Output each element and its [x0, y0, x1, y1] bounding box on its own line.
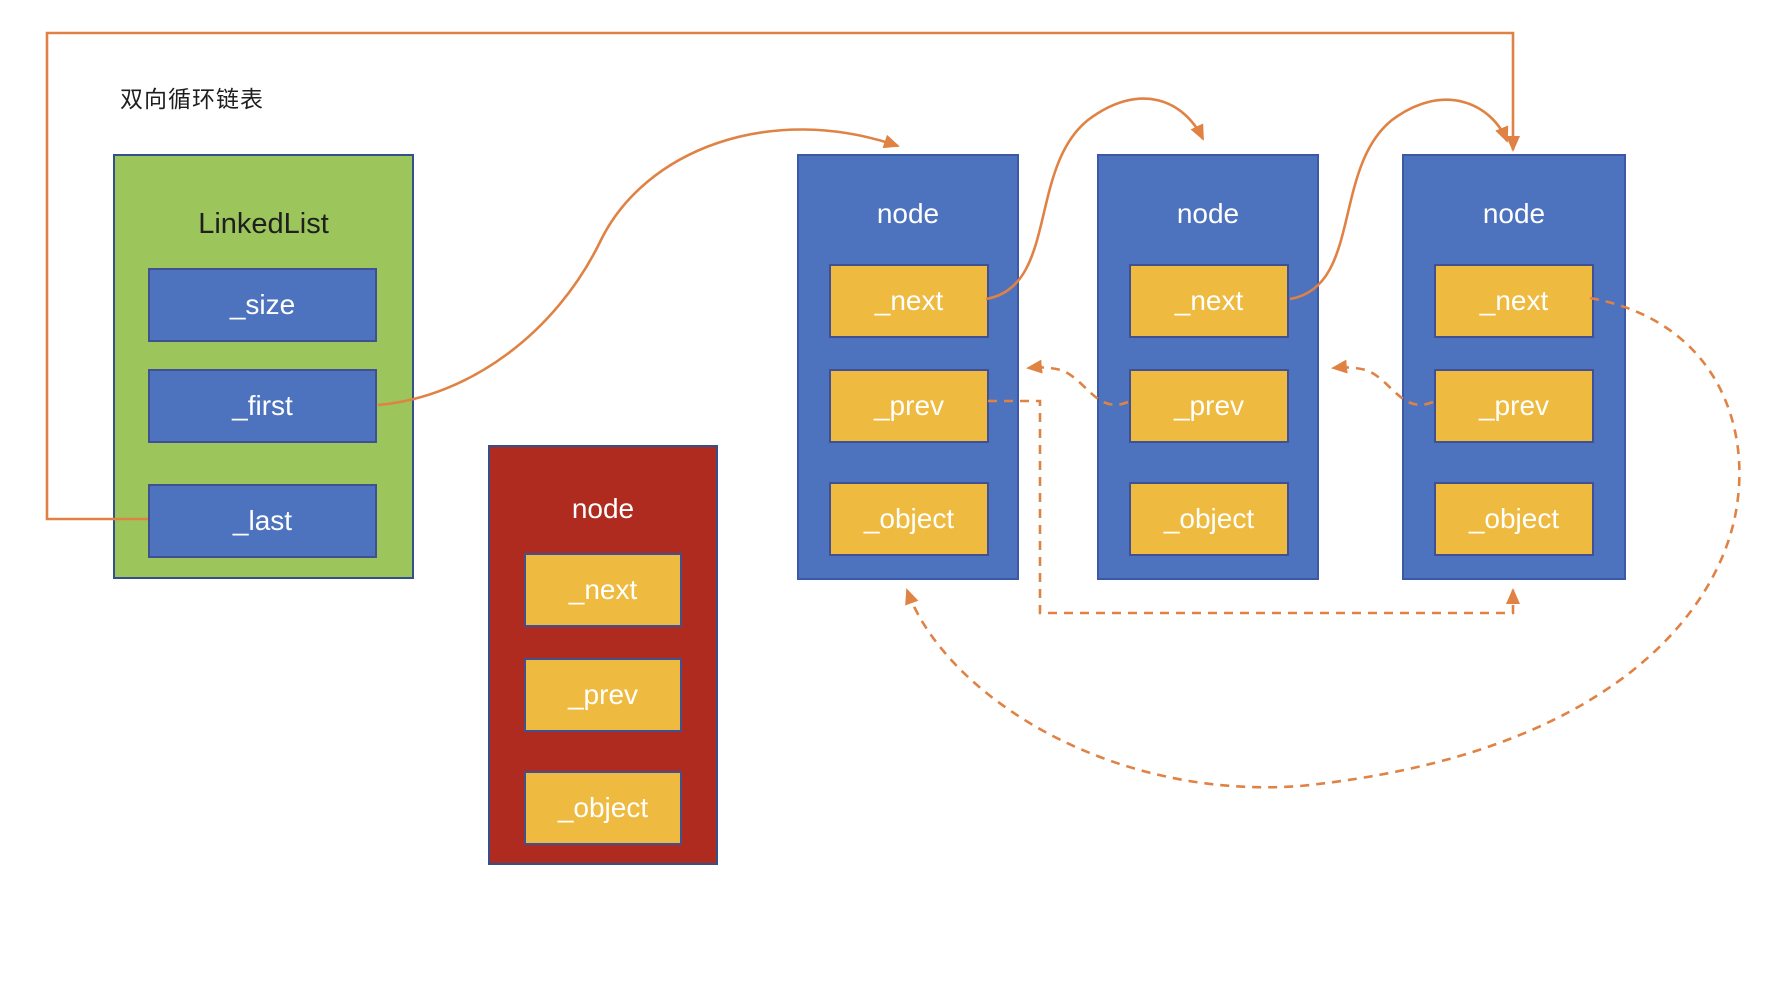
node-box-1: node _next _prev _object: [797, 154, 1019, 580]
node1-field-next: _next: [829, 264, 989, 338]
node-box-3: node _next _prev _object: [1402, 154, 1626, 580]
detached-node-label: node: [571, 493, 635, 524]
detached-node-field-object: _object: [524, 771, 682, 845]
node1-label: node: [876, 198, 940, 229]
diagram-title: 双向循环链表: [120, 86, 264, 112]
linkedlist-field-size: _size: [148, 268, 377, 342]
linkedlist-field-last: _last: [148, 484, 377, 558]
detached-node-field-prev: _prev: [524, 658, 682, 732]
node2-field-next: _next: [1129, 264, 1289, 338]
node-box-2: node _next _prev _object: [1097, 154, 1319, 580]
node2-label: node: [1176, 198, 1240, 229]
node2-field-object: _object: [1129, 482, 1289, 556]
detached-node-box: node _next _prev _object: [488, 445, 718, 865]
node3-label: node: [1482, 198, 1546, 229]
node3-field-object: _object: [1434, 482, 1594, 556]
node3-field-prev: _prev: [1434, 369, 1594, 443]
node1-field-prev: _prev: [829, 369, 989, 443]
node1-field-object: _object: [829, 482, 989, 556]
node3-field-next: _next: [1434, 264, 1594, 338]
linkedlist-field-first: _first: [148, 369, 377, 443]
node2-field-prev: _prev: [1129, 369, 1289, 443]
linkedlist-box: LinkedList _size _first _last: [113, 154, 414, 579]
detached-node-field-next: _next: [524, 553, 682, 627]
linkedlist-label: LinkedList: [198, 208, 329, 240]
